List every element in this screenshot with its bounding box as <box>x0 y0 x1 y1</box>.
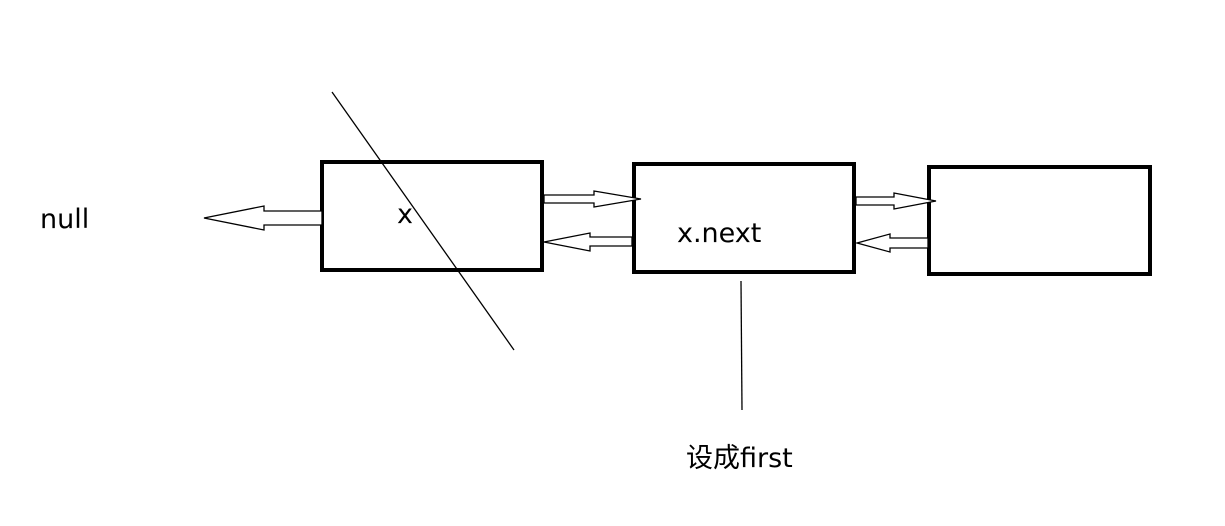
strike-through-line <box>331 91 515 351</box>
node-box-x <box>320 160 544 272</box>
next-arrow-x-to-x-next <box>543 190 642 208</box>
node-box-third <box>927 165 1152 276</box>
node-x-next-label: x.next <box>677 218 761 249</box>
null-label: null <box>40 204 89 235</box>
prev-arrow-to-null <box>203 205 323 231</box>
prev-arrow-third-to-x-next <box>854 233 929 253</box>
prev-arrow-x-next-to-x <box>543 232 633 252</box>
node-x-label: x <box>397 199 413 230</box>
pointer-line <box>740 280 743 411</box>
node-box-x-next <box>632 162 856 274</box>
set-first-label: 设成first <box>686 443 793 474</box>
next-arrow-x-next-to-third <box>855 192 937 210</box>
